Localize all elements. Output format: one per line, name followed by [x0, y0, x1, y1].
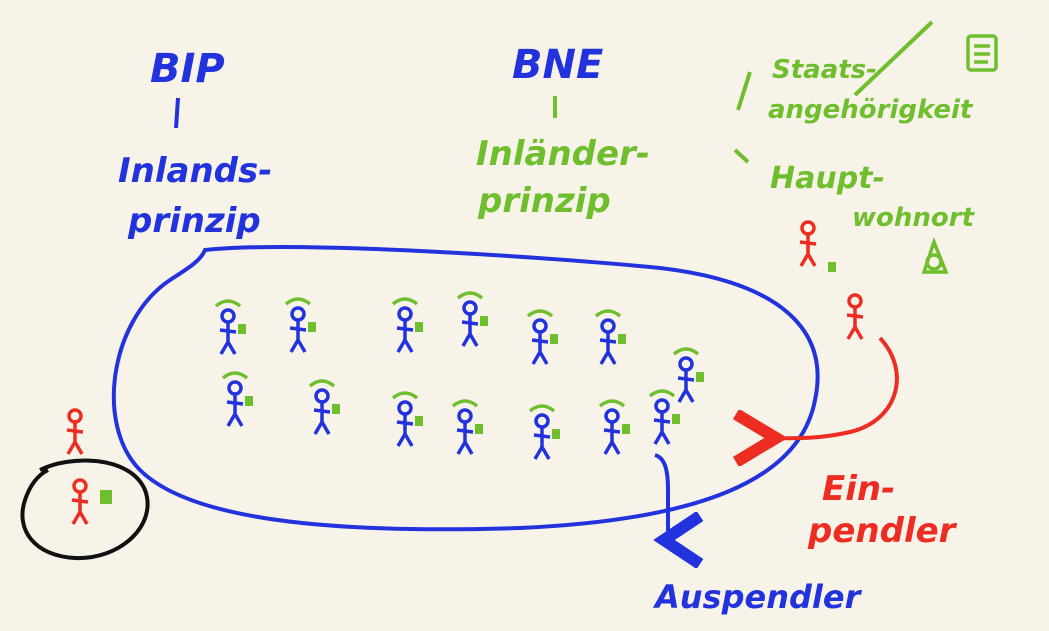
resident-figure — [391, 297, 423, 353]
branch-top-line1: Staats- — [772, 55, 877, 85]
ein-pendler-line2: pendler — [807, 511, 958, 551]
commuter-figure — [66, 408, 84, 455]
resident-figure — [456, 291, 488, 347]
resident-figure — [528, 404, 560, 460]
bip-principle-line1: Inlands- — [118, 151, 272, 191]
strike-through — [853, 20, 934, 97]
aus-pendler-label: Auspendler — [652, 578, 863, 616]
resident-figure — [648, 389, 680, 445]
bne-title: BNE — [512, 42, 603, 88]
outside-person-circle — [20, 458, 150, 561]
aus-pendler-arrow — [655, 453, 668, 540]
bip-connector — [174, 97, 180, 129]
branch-bottom-line1: Haupt- — [770, 161, 885, 196]
resident-figure — [308, 379, 340, 435]
branch-stroke-top — [736, 71, 752, 111]
residents-group — [214, 291, 704, 460]
bne-principle-line1: Inländer- — [476, 134, 650, 174]
commuter-figure — [846, 293, 864, 340]
resident-figure — [594, 309, 626, 365]
branch-top-line2: angehörigkeit — [768, 95, 974, 125]
ein-pendler-arrow — [768, 336, 899, 438]
commuter-green-marker — [100, 490, 112, 504]
resident-figure — [284, 297, 316, 353]
branch-bottom-line2: wohnort — [852, 203, 976, 233]
ein-pendler-line1: Ein- — [822, 469, 895, 509]
commuter-figure — [799, 220, 817, 267]
resident-figure — [214, 299, 246, 355]
resident-figure — [672, 347, 704, 403]
bne-principle-line2: prinzip — [477, 181, 611, 221]
bip-principle-line2: prinzip — [127, 201, 261, 241]
territory-oval — [111, 245, 820, 532]
commuter-figure — [71, 478, 89, 525]
resident-figure — [391, 391, 423, 447]
resident-figure — [451, 399, 483, 455]
resident-figure — [221, 371, 253, 427]
commuters-group — [66, 220, 864, 525]
house-icon — [921, 236, 949, 274]
document-icon — [966, 34, 998, 72]
resident-figure — [598, 399, 630, 455]
resident-figure — [526, 309, 558, 365]
commuter-green-marker — [828, 262, 836, 272]
bip-title: BIP — [150, 46, 225, 92]
branch-stroke-bottom — [733, 148, 750, 164]
